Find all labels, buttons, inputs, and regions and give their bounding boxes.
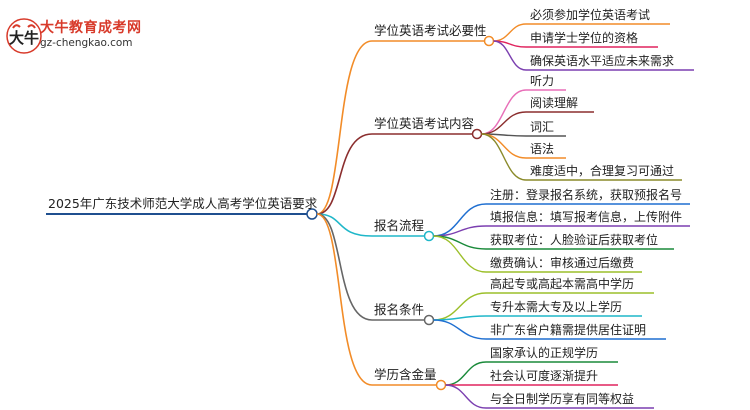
leaf-node[interactable]: 阅读理解	[530, 96, 579, 110]
branch-node[interactable]: 报名条件	[374, 302, 425, 317]
leaf-node[interactable]: 申请学士学位的资格	[530, 31, 639, 45]
branch-node[interactable]: 报名流程	[374, 218, 425, 233]
leaf-node[interactable]: 国家承认的正规学历	[490, 346, 599, 360]
branch-collapse-toggle[interactable]	[423, 230, 435, 242]
branch-connector	[316, 213, 373, 386]
site-url: gz-chengkao.com	[40, 37, 133, 49]
site-name: 大牛教育成考网	[40, 20, 142, 36]
root-node[interactable]: 2025年广东技术师范大学成人高考学位英语要求	[48, 196, 318, 211]
leaf-node[interactable]: 高起专或高起本需高中学历	[490, 277, 635, 291]
leaf-connector	[481, 133, 527, 159]
branch-connector	[316, 133, 373, 215]
leaf-connector	[433, 319, 487, 340]
leaf-node[interactable]: 填报信息：填写报考信息，上传附件	[490, 210, 683, 224]
svg-text:大牛: 大牛	[9, 29, 39, 47]
leaf-node[interactable]: 难度适中，合理复习可通过	[530, 164, 675, 178]
leaf-node[interactable]: 与全日制学历享有同等权益	[490, 392, 635, 406]
leaf-node[interactable]: 确保英语水平适应未来需求	[530, 54, 675, 68]
leaf-connector	[493, 40, 527, 71]
bull-logo-icon: 大牛	[6, 18, 42, 54]
branch-collapse-toggle[interactable]	[423, 314, 435, 326]
branch-connector	[316, 40, 373, 215]
leaf-node[interactable]: 听力	[530, 74, 555, 88]
branch-node[interactable]: 学历含金量	[374, 367, 437, 382]
branch-connector	[316, 213, 373, 321]
site-logo[interactable]: 大牛 大牛教育成考网 gz-chengkao.com	[4, 16, 174, 56]
leaf-node[interactable]: 专升本需大专及以上学历	[490, 300, 623, 314]
leaf-connector	[433, 235, 487, 273]
leaf-node[interactable]: 非广东省户籍需提供居住证明	[490, 323, 647, 337]
leaf-connector	[481, 89, 527, 135]
leaf-connector	[481, 111, 527, 135]
leaf-node[interactable]: 社会认可度逐渐提升	[490, 369, 599, 383]
branch-collapse-toggle[interactable]	[435, 379, 447, 391]
leaf-connector	[445, 361, 487, 386]
leaf-node[interactable]: 获取考位：人脸验证后获取考位	[490, 233, 659, 247]
leaf-node[interactable]: 语法	[530, 142, 555, 156]
branch-connector	[316, 213, 373, 237]
leaf-node[interactable]: 缴费确认：审核通过后缴费	[490, 256, 635, 270]
leaf-node[interactable]: 词汇	[530, 120, 555, 134]
leaf-connector	[433, 315, 487, 321]
leaf-node[interactable]: 必须参加学位英语考试	[530, 8, 651, 22]
leaf-connector	[445, 384, 487, 409]
leaf-node[interactable]: 注册：登录报名系统，获取预报名号	[490, 188, 683, 202]
branch-node[interactable]: 学位英语考试内容	[374, 116, 475, 131]
leaf-connector	[493, 23, 527, 42]
leaf-connector	[481, 133, 527, 181]
branch-node[interactable]: 学位英语考试必要性	[374, 23, 487, 38]
